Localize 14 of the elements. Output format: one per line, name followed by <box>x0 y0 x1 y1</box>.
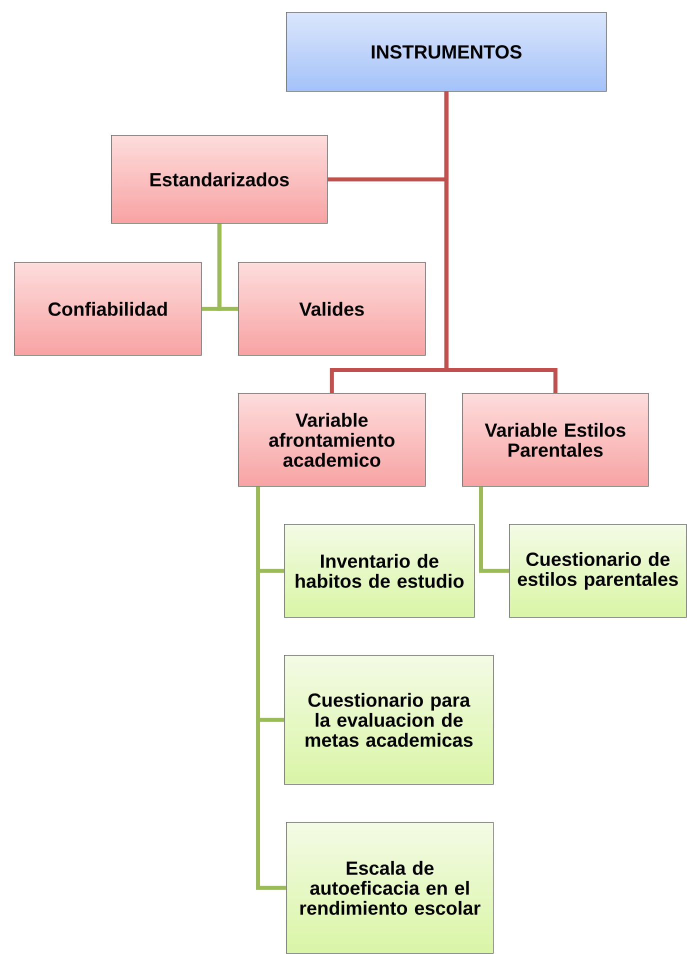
category-box: Valides <box>238 262 426 356</box>
instrument-box: Cuestionario para la evaluacion de metas academicas <box>284 655 494 785</box>
category-box: Variable afrontamiento academico <box>238 393 426 487</box>
title-box: INSTRUMENTOS <box>286 12 607 92</box>
connector-line <box>256 486 286 890</box>
instrument-box: Cuestionario de estilos parentales <box>509 524 687 618</box>
category-box: Variable Estilos Parentales <box>462 393 649 487</box>
connector-line <box>479 486 509 573</box>
category-box: Estandarizados <box>111 135 328 224</box>
category-box: Confiabilidad <box>14 262 202 356</box>
connector-line <box>444 92 558 393</box>
instrument-box: Escala de autoeficacia en el rendimiento escolar <box>286 822 494 954</box>
instrument-box: Inventario de habitos de estudio <box>284 524 475 618</box>
connector-line <box>217 224 238 311</box>
